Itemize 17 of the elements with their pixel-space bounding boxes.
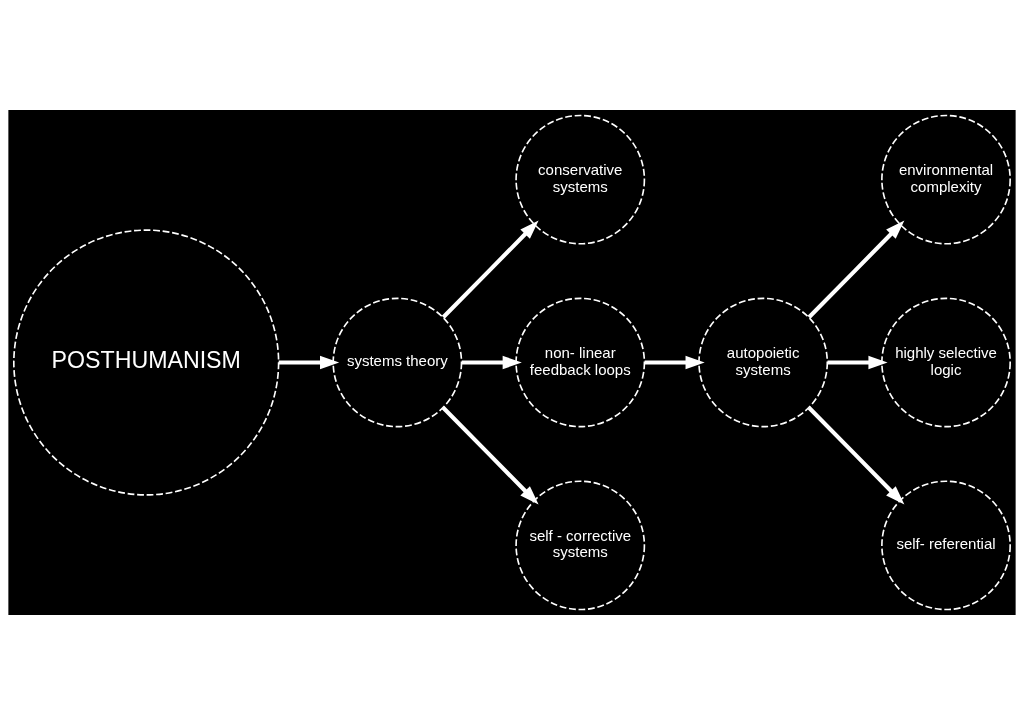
node-circle: conservative systems bbox=[515, 114, 646, 245]
node-circle: self- referential bbox=[881, 480, 1011, 611]
arrow bbox=[441, 220, 539, 319]
arrow bbox=[827, 355, 888, 370]
node-circle: environmental complexity bbox=[881, 114, 1011, 245]
arrow bbox=[807, 406, 905, 505]
arrow bbox=[807, 220, 905, 319]
arrow bbox=[441, 406, 539, 505]
arrow bbox=[461, 355, 522, 370]
arrow bbox=[644, 355, 705, 370]
node-circle: POSTHUMANISM bbox=[13, 229, 280, 496]
node-circle: highly selective logic bbox=[881, 297, 1011, 428]
node-circle: non- linear feedback loops bbox=[515, 297, 646, 428]
node-circle: autopoietic systems bbox=[698, 297, 829, 428]
node-circle: systems theory bbox=[332, 297, 463, 428]
node-circle: self - corrective systems bbox=[515, 480, 646, 611]
arrow bbox=[278, 355, 340, 370]
